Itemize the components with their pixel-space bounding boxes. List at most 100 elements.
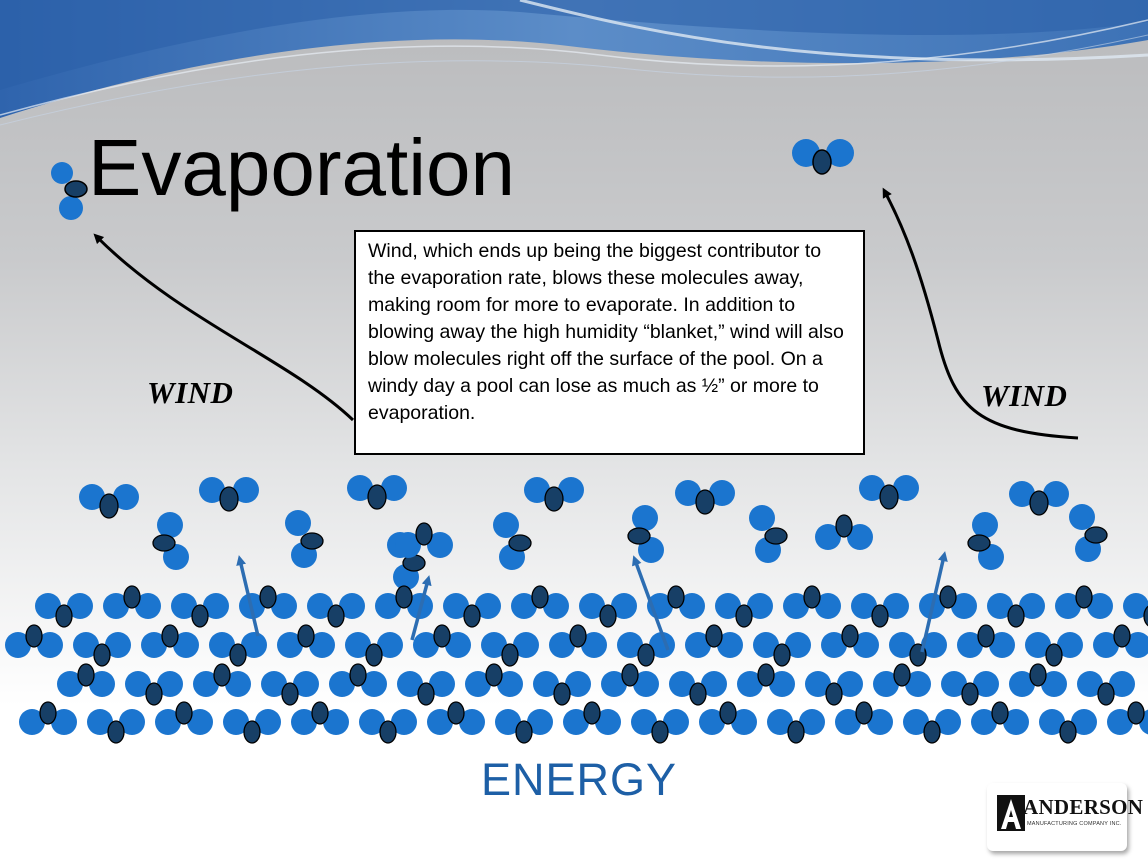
oxygen-atom	[841, 624, 859, 648]
hydrogen-atom	[921, 632, 947, 658]
water-molecule	[669, 671, 727, 706]
oxygen-atom	[764, 527, 788, 545]
rising-arrows	[236, 551, 948, 653]
hydrogen-atom	[427, 532, 453, 558]
hydrogen-atom	[1009, 481, 1035, 507]
water-molecule	[19, 701, 77, 735]
oxygen-atom	[281, 682, 299, 706]
hydrogen-atom	[323, 709, 349, 735]
hydrogen-atom	[749, 505, 775, 531]
hydrogen-atom	[1123, 593, 1148, 619]
oxygen-atom	[991, 701, 1009, 725]
hydrogen-atom	[549, 632, 575, 658]
hydrogen-atom	[171, 593, 197, 619]
hydrogen-atom	[105, 632, 131, 658]
hydrogen-atom	[495, 709, 521, 735]
hydrogen-atom	[631, 709, 657, 735]
hydrogen-atom	[837, 671, 863, 697]
callout-text: Wind, which ends up being the biggest co…	[368, 240, 844, 424]
hydrogen-atom	[685, 632, 711, 658]
hydrogen-atom	[957, 632, 983, 658]
anderson-logo-mark-icon	[997, 795, 1025, 831]
hydrogen-atom	[905, 671, 931, 697]
hydrogen-atom	[753, 632, 779, 658]
hydrogen-atom	[543, 593, 569, 619]
title-molecule	[51, 162, 88, 220]
water-molecule	[957, 624, 1015, 658]
oxygen-atom	[219, 486, 239, 512]
hydrogen-atom	[67, 593, 93, 619]
oxygen-atom	[229, 643, 247, 667]
hydrogen-atom	[443, 593, 469, 619]
water-molecule	[873, 663, 931, 697]
hydrogen-atom	[563, 709, 589, 735]
rising-arrow	[410, 575, 432, 641]
hydrogen-atom	[293, 671, 319, 697]
water-molecule	[1055, 585, 1113, 619]
hydrogen-atom	[1109, 671, 1135, 697]
escaped-molecule	[792, 139, 854, 175]
hydrogen-atom	[87, 709, 113, 735]
water-molecule	[524, 477, 584, 512]
hydrogen-atom	[767, 709, 793, 735]
hydrogen-atom	[867, 709, 893, 735]
hydrogen-atom	[135, 593, 161, 619]
hydrogen-atom	[291, 709, 317, 735]
hydrogen-atom	[715, 593, 741, 619]
oxygen-atom	[961, 682, 979, 706]
oxygen-atom	[39, 701, 57, 725]
hydrogen-atom	[377, 632, 403, 658]
hydrogen-atom	[35, 593, 61, 619]
water-molecule	[493, 512, 532, 570]
water-molecule	[291, 701, 349, 735]
hydrogen-atom	[497, 671, 523, 697]
hydrogen-atom	[459, 709, 485, 735]
water-molecule	[193, 663, 251, 697]
hydrogen-atom	[79, 484, 105, 510]
oxygen-atom	[367, 484, 387, 510]
oxygen-atom	[583, 701, 601, 725]
hydrogen-atom	[1125, 632, 1148, 658]
hydrogen-atom	[941, 671, 967, 697]
hydrogen-atom	[209, 632, 235, 658]
hydrogen-atom	[89, 671, 115, 697]
oxygen-atom	[25, 624, 43, 648]
hydrogen-atom	[511, 593, 537, 619]
hydrogen-atom	[558, 477, 584, 503]
oxygen-atom	[1059, 720, 1077, 744]
oxygen-atom	[569, 624, 587, 648]
oxygen-atom	[735, 604, 753, 628]
water-molecule	[627, 505, 664, 563]
wind-arrow-right	[882, 187, 1079, 440]
water-molecule	[1069, 504, 1108, 562]
hydrogen-atom	[633, 671, 659, 697]
hydrogen-atom	[533, 671, 559, 697]
hydrogen-atom	[675, 480, 701, 506]
hydrogen-atom	[972, 512, 998, 538]
oxygen-atom	[485, 663, 503, 687]
hydrogen-atom	[527, 709, 553, 735]
hydrogen-atom	[1043, 481, 1069, 507]
oxygen-atom	[77, 663, 95, 687]
logo-subtitle: MANUFACTURING COMPANY INC.	[1027, 821, 1122, 827]
hydrogen-atom	[669, 671, 695, 697]
water-molecule	[199, 477, 259, 512]
oxygen-atom	[123, 585, 141, 609]
hydrogen-atom	[815, 524, 841, 550]
hydrogen-atom	[37, 632, 63, 658]
logo-name: ANDERSON	[1023, 795, 1144, 819]
hydrogen-atom	[391, 709, 417, 735]
hydrogen-atom	[1055, 593, 1081, 619]
oxygen-atom	[1097, 682, 1115, 706]
hydrogen-atom	[103, 593, 129, 619]
hydrogen-atom	[155, 709, 181, 735]
oxygen-atom	[757, 663, 775, 687]
oxygen-atom	[689, 682, 707, 706]
hydrogen-atom	[113, 484, 139, 510]
water-molecule	[749, 505, 788, 563]
oxygen-atom	[415, 522, 433, 546]
water-molecule	[1009, 481, 1069, 516]
oxygen-atom	[651, 720, 669, 744]
hydrogen-atom	[233, 477, 259, 503]
